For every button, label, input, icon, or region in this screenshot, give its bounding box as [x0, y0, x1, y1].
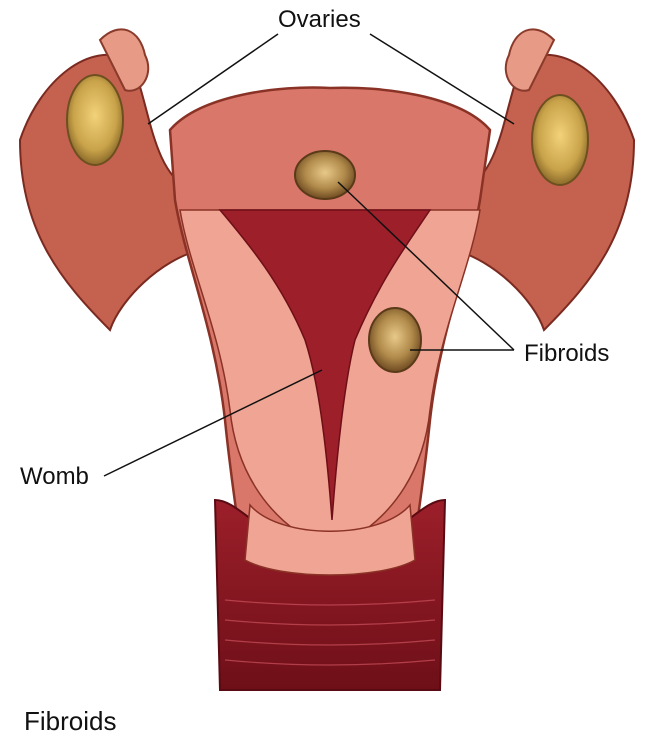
womb-label: Womb: [20, 465, 89, 489]
fibroid-nodule-icon: [295, 151, 355, 199]
fibroids-label: Fibroids: [524, 342, 609, 366]
ovary-icon: [67, 75, 123, 165]
figure-caption: Fibroids: [24, 708, 116, 734]
ovary-icon: [532, 95, 588, 185]
ovaries-label: Ovaries: [278, 8, 361, 32]
fibroid-nodule-icon: [369, 308, 421, 372]
